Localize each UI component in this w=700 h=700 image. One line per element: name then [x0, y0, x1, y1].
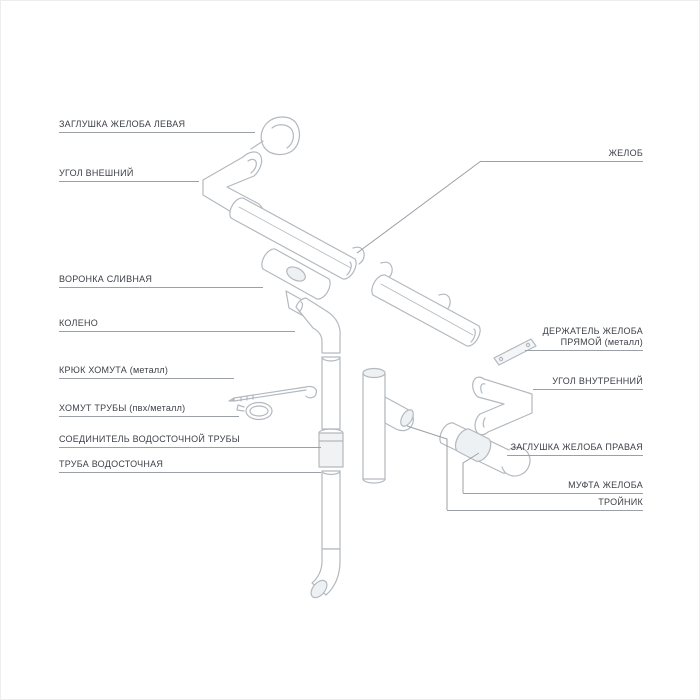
part-inner-corner — [472, 376, 533, 436]
part-downpipe-lower — [321, 470, 341, 550]
label-drain-funnel: ВОРОНКА СЛИВНАЯ — [59, 274, 263, 288]
label-tee: ТРОЙНИК — [447, 497, 643, 511]
part-elbow — [295, 297, 341, 354]
label-downpipe: ТРУБА ВОДОСТОЧНАЯ — [59, 459, 321, 473]
label-clamp-hook: КРЮК ХОМУТА (металл) — [59, 365, 234, 379]
leader-tee — [406, 425, 448, 510]
label-gutter-coupling: МУФТА ЖЕЛОБА — [463, 480, 643, 494]
part-gutter-section-lower — [371, 274, 481, 347]
label-outer-corner: УГОЛ ВНЕШНИЙ — [59, 168, 199, 182]
label-pipe-clamp: ХОМУТ ТРУБЫ (пвх/металл) — [59, 403, 239, 417]
leader-lines — [356, 160, 482, 510]
label-downpipe-connector: СОЕДИНИТЕЛЬ ВОДОСТОЧНОЙ ТРУБЫ — [59, 434, 321, 448]
part-gutter-end-cap-left — [250, 116, 301, 156]
part-tee — [362, 367, 414, 484]
part-gutter-end-cap-right — [501, 446, 531, 477]
label-elbow: КОЛЕНО — [59, 318, 295, 332]
leader-coupling — [462, 452, 480, 493]
gutter-bracket-hooks — [352, 246, 451, 312]
part-gutter-holder — [493, 338, 537, 366]
part-gutter-right-assembly — [439, 422, 531, 477]
label-gutter-end-cap-right: ЗАГЛУШКА ЖЕЛОБА ПРАВАЯ — [507, 442, 643, 456]
label-gutter-end-cap-left: ЗАГЛУШКА ЖЕЛОБА ЛЕВАЯ — [59, 119, 255, 133]
part-downpipe-connector — [318, 428, 344, 468]
part-gutter-section-upper — [229, 197, 357, 280]
part-downpipe-upper — [321, 356, 341, 430]
part-clamp-hook — [228, 385, 318, 402]
leader-gutter — [356, 160, 482, 254]
label-gutter-holder: ДЕРЖАТЕЛЬ ЖЕЛОБА ПРЯМОЙ (металл) — [525, 326, 643, 351]
label-inner-corner: УГОЛ ВНУТРЕННИЙ — [533, 376, 643, 390]
part-pipe-clamp — [236, 401, 273, 421]
label-gutter: ЖЕЛОБ — [481, 148, 643, 162]
part-outlet-elbow — [310, 548, 341, 599]
part-gutter-coupling — [454, 428, 492, 462]
